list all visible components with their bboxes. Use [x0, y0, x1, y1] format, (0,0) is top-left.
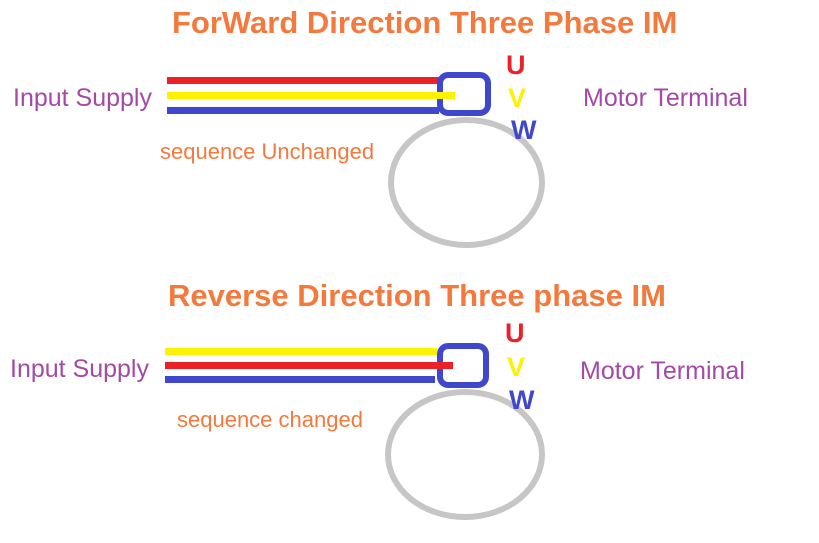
- reverse-terminal-w-label: W: [509, 385, 535, 415]
- reverse-terminal-v-label: V: [507, 352, 526, 382]
- forward-terminal-w-label: W: [511, 115, 537, 145]
- forward-section-title: ForWard Direction Three Phase IM: [172, 5, 678, 40]
- forward-motor-body-circle: [388, 117, 545, 248]
- forward-wire-blue: [167, 107, 439, 114]
- reverse-input-supply-label: Input Supply: [10, 355, 149, 383]
- forward-sequence-label: sequence Unchanged: [160, 139, 375, 164]
- forward-wire-yellow: [167, 92, 455, 99]
- reverse-wire-red: [165, 362, 453, 369]
- forward-terminal-u-label: U: [506, 50, 526, 80]
- reverse-sequence-label: sequence changed: [177, 407, 363, 432]
- reverse-section-title: Reverse Direction Three phase IM: [168, 278, 666, 313]
- reverse-motor-body-circle: [385, 389, 545, 520]
- reverse-wire-blue: [165, 376, 435, 383]
- reverse-motor-terminal-label: Motor Terminal: [580, 357, 745, 385]
- reverse-wire-yellow: [165, 348, 437, 355]
- forward-wire-red: [167, 77, 443, 84]
- reverse-terminal-u-label: U: [505, 318, 525, 348]
- forward-terminal-v-label: V: [508, 83, 527, 113]
- forward-motor-terminal-label: Motor Terminal: [583, 84, 748, 112]
- forward-input-supply-label: Input Supply: [13, 84, 152, 112]
